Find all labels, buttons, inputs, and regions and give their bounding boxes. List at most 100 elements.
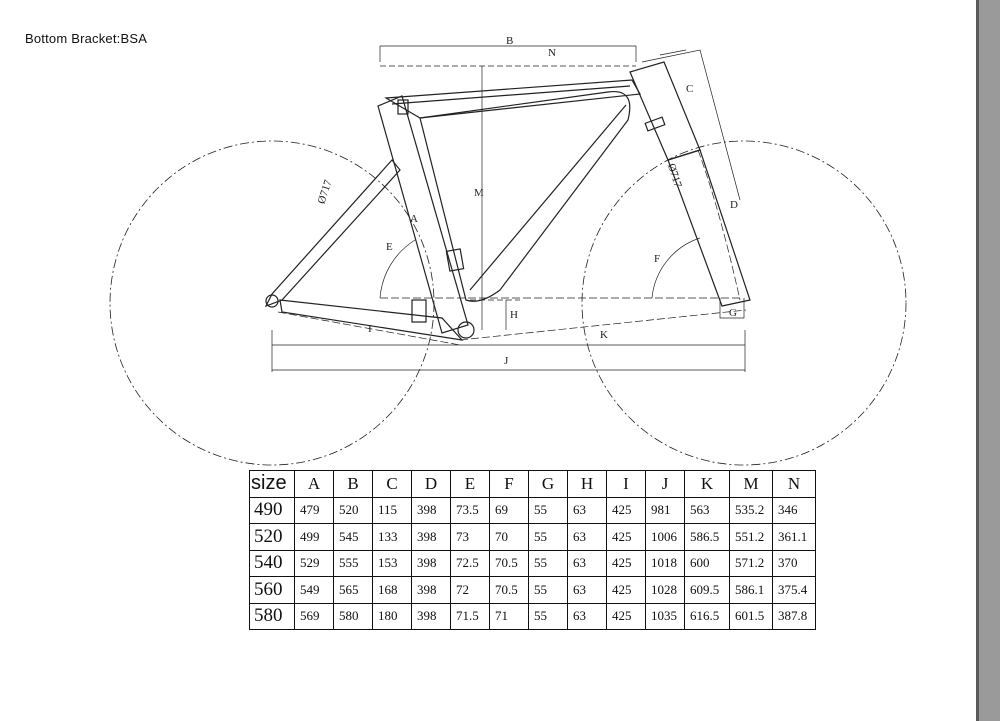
size-cell: 490 (249, 496, 295, 524)
col-header-E: E (450, 470, 490, 498)
table-cell: 499 (294, 523, 334, 551)
dim-label-I: I (368, 323, 372, 335)
table-cell: 580 (333, 602, 373, 630)
bottom-bracket-label: Bottom Bracket:BSA (25, 31, 148, 46)
table-cell: 168 (372, 576, 412, 604)
table-cell: 63 (567, 576, 607, 604)
table-cell: 549 (294, 576, 334, 604)
col-header-K: K (684, 470, 730, 498)
table-cell: 398 (411, 576, 451, 604)
table-cell: 545 (333, 523, 373, 551)
col-header-G: G (528, 470, 568, 498)
col-header-B: B (333, 470, 373, 498)
size-cell: 560 (249, 576, 295, 604)
col-header-I: I (606, 470, 646, 498)
table-cell: 479 (294, 496, 334, 524)
col-header-size: size (249, 470, 295, 498)
table-cell: 55 (528, 523, 568, 551)
table-cell: 571.2 (729, 549, 773, 577)
dim-label-K: K (600, 329, 608, 341)
table-cell: 1006 (645, 523, 685, 551)
table-cell: 425 (606, 549, 646, 577)
table-cell: 586.1 (729, 576, 773, 604)
size-cell: 580 (249, 602, 295, 630)
table-cell: 69 (489, 496, 529, 524)
table-cell: 63 (567, 549, 607, 577)
col-header-M: M (729, 470, 773, 498)
table-cell: 55 (528, 496, 568, 524)
col-header-F: F (489, 470, 529, 498)
table-cell: 1028 (645, 576, 685, 604)
table-cell: 425 (606, 576, 646, 604)
table-cell: 563 (684, 496, 730, 524)
table-cell: 63 (567, 523, 607, 551)
col-header-N: N (772, 470, 816, 498)
table-cell: 387.8 (772, 602, 816, 630)
frame (264, 61, 751, 341)
table-cell: 73.5 (450, 496, 490, 524)
table-cell: 551.2 (729, 523, 773, 551)
size-cell: 540 (249, 549, 295, 577)
dim-label-M: M (474, 187, 484, 199)
table-cell: 609.5 (684, 576, 730, 604)
table-cell: 71.5 (450, 602, 490, 630)
table-cell: 70.5 (489, 549, 529, 577)
table-cell: 55 (528, 549, 568, 577)
table-cell: 398 (411, 549, 451, 577)
table-cell: 398 (411, 496, 451, 524)
bottom-bracket (457, 321, 475, 339)
table-cell: 72 (450, 576, 490, 604)
col-header-J: J (645, 470, 685, 498)
table-cell: 586.5 (684, 523, 730, 551)
dim-label-J: J (504, 355, 509, 367)
front-wheel (581, 140, 907, 466)
table-cell: 425 (606, 496, 646, 524)
dim-label-H: H (510, 309, 518, 321)
col-header-H: H (567, 470, 607, 498)
dim-label-A: A (410, 213, 418, 225)
table-cell: 346 (772, 496, 816, 524)
table-cell: 63 (567, 602, 607, 630)
table-cell: 71 (489, 602, 529, 630)
frame-geometry-diagram: B N C D M A E F G H I J K Ø717 Ø717 (109, 35, 907, 466)
dim-label-G: G (729, 307, 737, 319)
table-cell: 398 (411, 523, 451, 551)
table-cell: 133 (372, 523, 412, 551)
table-header-row: size A B C D E F G H I J K M N (249, 470, 816, 498)
table-cell: 361.1 (772, 523, 816, 551)
table-cell: 72.5 (450, 549, 490, 577)
table-cell: 981 (645, 496, 685, 524)
dim-label-B: B (506, 35, 513, 47)
dim-label-E: E (386, 241, 393, 253)
wheel-diameter-rear: Ø717 (316, 178, 335, 205)
table-cell: 601.5 (729, 602, 773, 630)
table-cell: 425 (606, 602, 646, 630)
table-cell: 565 (333, 576, 373, 604)
table-cell: 520 (333, 496, 373, 524)
table-cell: 1018 (645, 549, 685, 577)
size-cell: 520 (249, 523, 295, 551)
dim-label-C: C (686, 83, 693, 95)
table-cell: 1035 (645, 602, 685, 630)
table-cell: 600 (684, 549, 730, 577)
table-cell: 370 (772, 549, 816, 577)
table-cell: 153 (372, 549, 412, 577)
table-cell: 425 (606, 523, 646, 551)
col-header-A: A (294, 470, 334, 498)
right-edge-bar (976, 0, 1000, 721)
dim-label-F: F (654, 253, 660, 265)
wheel-diameter-front: Ø717 (665, 162, 684, 189)
col-header-D: D (411, 470, 451, 498)
table-cell: 70 (489, 523, 529, 551)
table-cell: 115 (372, 496, 412, 524)
table-cell: 63 (567, 496, 607, 524)
dim-label-D: D (730, 199, 738, 211)
table-cell: 535.2 (729, 496, 773, 524)
right-edge-line (976, 0, 979, 721)
